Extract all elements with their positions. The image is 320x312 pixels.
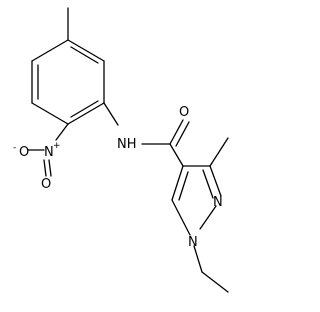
pyrazole-ring <box>171 137 229 236</box>
benzene-ring <box>31 39 105 125</box>
bond <box>70 46 99 64</box>
bond <box>67 39 105 62</box>
bond <box>70 100 99 118</box>
bond <box>175 121 190 147</box>
bond <box>43 159 47 177</box>
ethyl-bond <box>201 271 229 293</box>
bond <box>67 102 105 125</box>
bond <box>199 205 217 230</box>
bond <box>209 165 222 197</box>
bond <box>178 171 189 201</box>
bond <box>55 123 69 141</box>
carbonyl-oxygen-label: O <box>179 105 189 120</box>
atom-labels: N + O - O NH O N N <box>13 105 223 250</box>
ethyl-bond <box>193 245 203 273</box>
pyrazole-n2-label: N <box>213 195 223 210</box>
amide-nh-label: NH <box>117 137 137 152</box>
pyrazole-n1-label: N <box>188 235 198 250</box>
bond <box>209 137 229 167</box>
nitro-oxygen-charge: - <box>13 143 16 153</box>
bond <box>48 159 52 177</box>
bond <box>169 119 184 145</box>
nitro-oxygen-double-label: O <box>41 177 51 192</box>
bond <box>202 169 214 199</box>
bond <box>171 165 184 201</box>
bond <box>31 39 69 62</box>
bond <box>169 143 184 167</box>
nitro-group <box>27 123 69 177</box>
nitro-nitrogen-label: N <box>44 145 54 160</box>
bond <box>103 102 119 126</box>
bond <box>171 199 191 236</box>
chemical-structure-diagram: N + O - O NH O N N <box>13 7 229 293</box>
nitro-nitrogen-charge: + <box>53 141 61 151</box>
nitro-oxygen-label: O <box>19 145 29 160</box>
amide-linkage <box>103 102 190 167</box>
bond <box>31 102 69 125</box>
